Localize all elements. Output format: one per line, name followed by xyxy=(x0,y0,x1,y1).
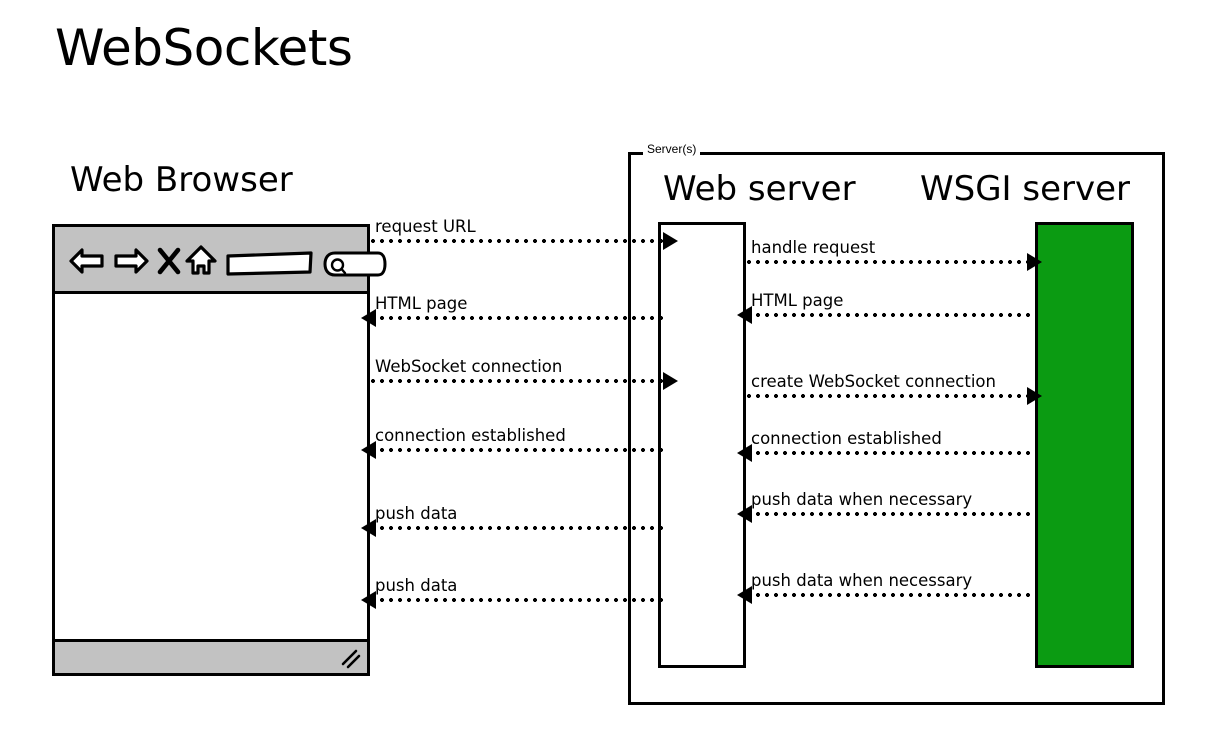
message-arrowhead-left xyxy=(361,441,376,459)
wsgi-server-heading: WSGI server xyxy=(920,169,1131,209)
message-line xyxy=(371,239,668,243)
search-box[interactable] xyxy=(323,251,387,277)
message-line xyxy=(371,316,668,320)
web-browser-heading: Web Browser xyxy=(70,160,293,200)
message-handle-request: handle request xyxy=(747,238,1042,271)
message-line xyxy=(747,451,1032,455)
message-line xyxy=(747,593,1032,597)
resize-grip-icon[interactable] xyxy=(339,647,361,669)
message-connection-established-inner: connection established xyxy=(737,429,1032,462)
url-bar[interactable] xyxy=(226,251,313,276)
message-html-page-inner: HTML page xyxy=(737,291,1032,324)
message-label: request URL xyxy=(375,217,476,236)
page-title: WebSockets xyxy=(55,19,353,77)
message-arrowhead-left xyxy=(361,519,376,537)
web-server-heading: Web server xyxy=(663,169,856,209)
message-arrowhead-left xyxy=(361,591,376,609)
message-label: HTML page xyxy=(751,291,844,310)
message-arrowhead-left xyxy=(737,444,752,462)
message-label: push data xyxy=(375,504,458,523)
message-arrowhead-left xyxy=(737,586,752,604)
message-connection-established: connection established xyxy=(361,426,668,459)
message-push-data-1: push data xyxy=(361,504,668,537)
message-line xyxy=(371,526,668,530)
message-create-websocket-connection: create WebSocket connection xyxy=(747,372,1042,405)
message-line xyxy=(371,379,668,383)
message-label: connection established xyxy=(375,426,566,445)
stop-icon[interactable] xyxy=(157,247,181,275)
message-push-data-when-necessary-1: push data when necessary xyxy=(737,490,1032,523)
message-arrowhead-right xyxy=(663,232,678,250)
message-label: connection established xyxy=(751,429,942,448)
message-push-data-when-necessary-2: push data when necessary xyxy=(737,571,1032,604)
message-arrowhead-left xyxy=(737,306,752,324)
message-line xyxy=(747,394,1032,398)
message-html-page: HTML page xyxy=(361,294,668,327)
browser-toolbar xyxy=(55,227,387,294)
wsgi-server-lifeline xyxy=(1035,222,1134,668)
home-icon[interactable] xyxy=(185,244,217,276)
message-arrowhead-right xyxy=(663,372,678,390)
message-arrowhead-left xyxy=(361,309,376,327)
message-label: push data when necessary xyxy=(751,490,973,509)
browser-window xyxy=(52,224,387,676)
message-line xyxy=(371,598,668,602)
browser-viewport xyxy=(55,294,367,639)
forward-arrow-icon[interactable] xyxy=(113,246,149,276)
message-push-data-2: push data xyxy=(361,576,668,609)
server-group-box xyxy=(628,152,1165,705)
message-arrowhead-left xyxy=(737,505,752,523)
message-arrowhead-right xyxy=(1027,253,1042,271)
message-line xyxy=(747,260,1032,264)
message-line xyxy=(747,313,1032,317)
message-label: push data xyxy=(375,576,458,595)
message-arrowhead-right xyxy=(1027,387,1042,405)
message-label: HTML page xyxy=(375,294,468,313)
message-label: push data when necessary xyxy=(751,571,973,590)
message-line xyxy=(747,512,1032,516)
search-icon xyxy=(330,258,345,272)
message-label: handle request xyxy=(751,238,876,257)
message-request-url: request URL xyxy=(371,217,678,250)
message-websocket-connection: WebSocket connection xyxy=(371,357,678,390)
web-server-lifeline xyxy=(658,222,746,668)
server-group-label: Server(s) xyxy=(643,142,701,156)
message-label: create WebSocket connection xyxy=(751,372,996,391)
browser-statusbar xyxy=(55,639,367,673)
message-label: WebSocket connection xyxy=(375,357,563,376)
message-line xyxy=(371,448,668,452)
back-arrow-icon[interactable] xyxy=(69,246,105,276)
